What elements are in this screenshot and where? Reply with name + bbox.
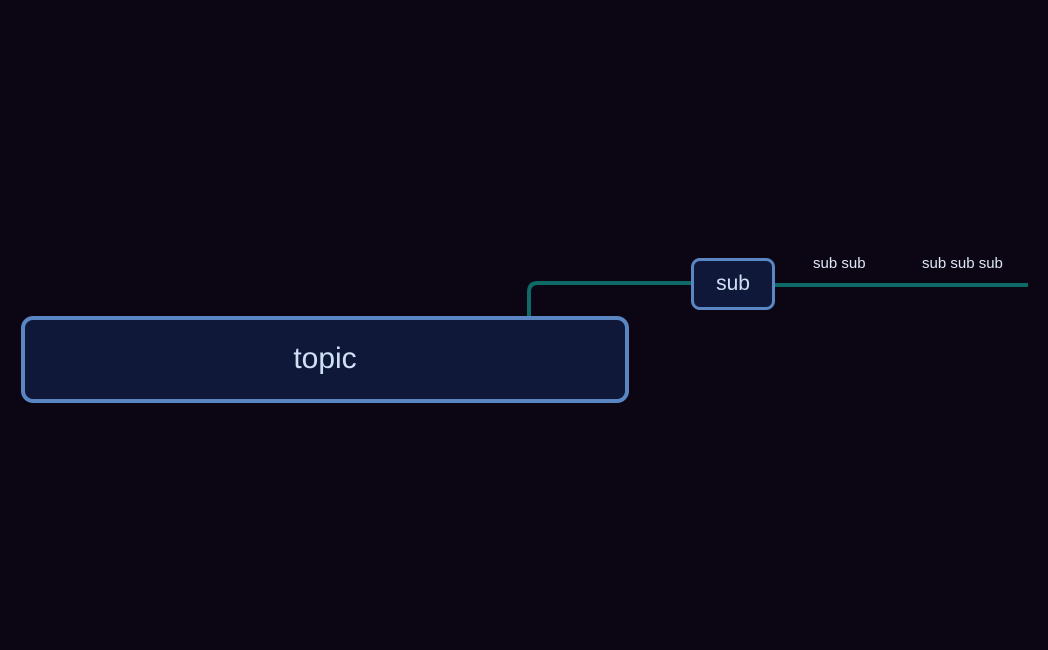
node-sub-label: sub: [716, 271, 750, 295]
node-root-label: topic: [293, 342, 357, 376]
node-sub[interactable]: sub: [691, 258, 775, 310]
edge-root-to-sub: [527, 281, 691, 320]
edge-label-sub-sub: sub sub: [813, 255, 866, 272]
node-root-topic[interactable]: topic: [21, 316, 629, 403]
edge-label-sub-sub-sub: sub sub sub: [922, 255, 1003, 272]
